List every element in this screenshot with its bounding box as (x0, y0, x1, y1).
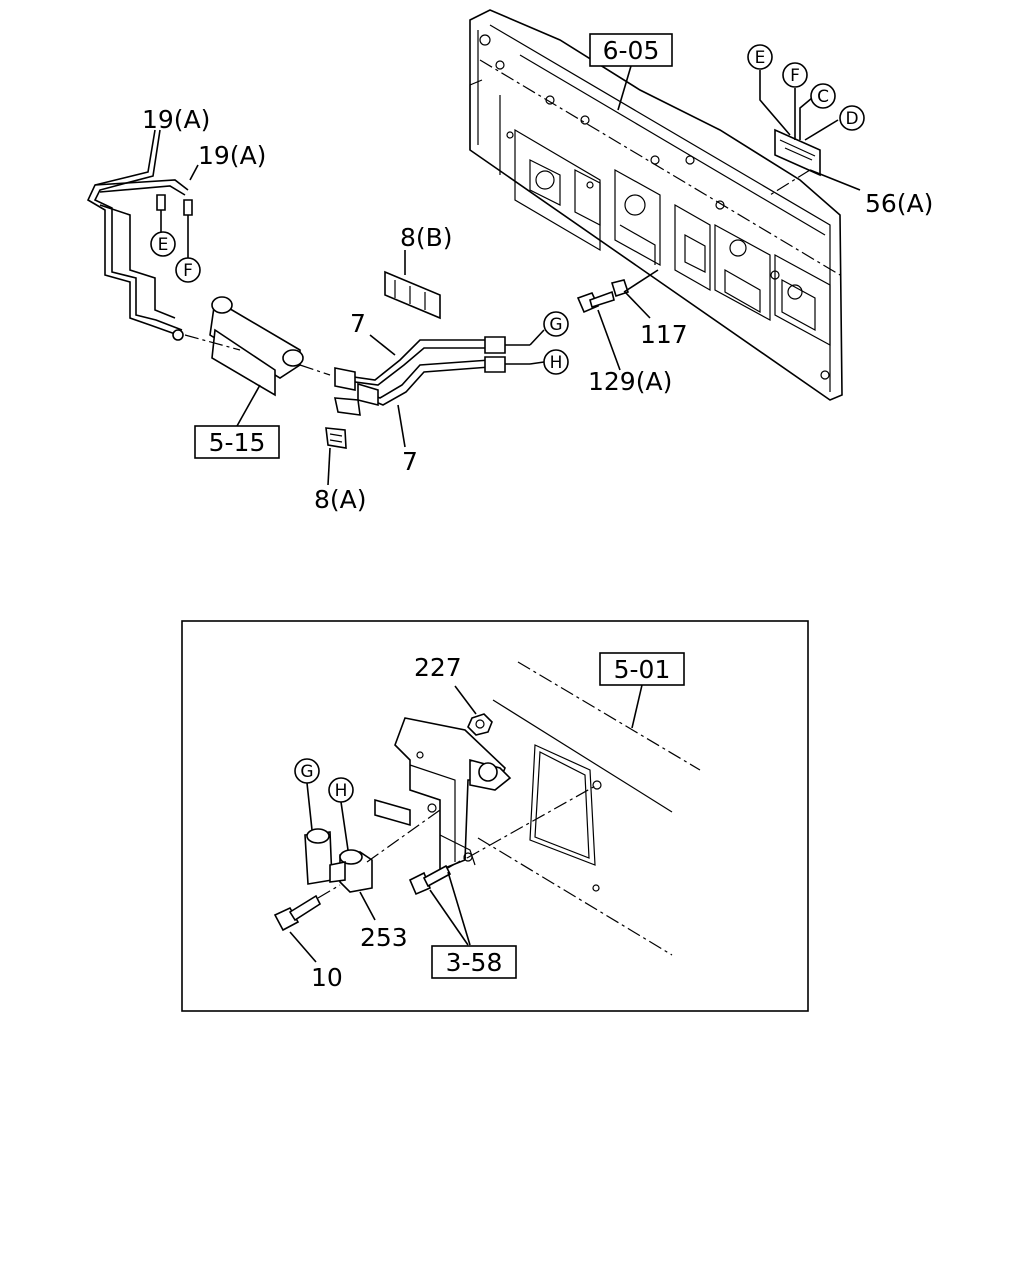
part-8b-label: 8(B) (400, 223, 453, 252)
part-10-label: 10 (311, 963, 343, 992)
part-7-label-bottom: 7 (402, 447, 418, 476)
ref-5-01-label: 5-01 (614, 655, 671, 684)
cab-rear-panel (469, 9, 843, 401)
connector-e-label: E (158, 235, 169, 255)
connector-d-icon (839, 105, 865, 131)
part-129a-label: 129(A) (588, 367, 672, 396)
ref-6-05: 6-05 (589, 33, 673, 111)
connector-f-icon (175, 257, 201, 283)
detail-inset: 5-01 227 253 G H (181, 620, 809, 1012)
connector-f-icon (782, 62, 808, 88)
clip-8b: 8(B) (384, 223, 453, 320)
part-7-label-top: 7 (350, 309, 366, 338)
clip-8a: 8(A) (314, 397, 367, 514)
connector-block: E F C D 56(A) (747, 44, 933, 218)
connector-f-label: F (790, 66, 800, 86)
part-8a-label: 8(A) (314, 485, 367, 514)
connector-d-label: D (845, 109, 858, 129)
connector-e-icon (150, 231, 176, 257)
bolt-129a: 117 129(A) (576, 269, 688, 396)
connector-g-label: G (549, 315, 562, 335)
pipe-7: G H 7 7 (334, 309, 569, 476)
connector-h-label: H (335, 781, 348, 801)
ref-3-58-label: 3-58 (446, 948, 503, 977)
part-19a-label-2: 19(A) (198, 141, 266, 170)
part-117-label: 117 (640, 320, 688, 349)
ref-5-15-label: 5-15 (209, 428, 266, 457)
connector-h-label: H (550, 353, 563, 373)
connector-c-label: C (817, 87, 829, 107)
connector-e-label: E (755, 48, 766, 68)
part-253-label: 253 (360, 923, 408, 952)
connector-g-icon (543, 311, 569, 337)
valve-assembly: 5-15 (184, 296, 331, 459)
pipe-19a: E F 19(A) 19(A) (86, 105, 266, 341)
connector-c-icon (810, 83, 836, 109)
part-56a-label: 56(A) (865, 189, 933, 218)
part-227-label: 227 (414, 653, 462, 682)
part-19a-label-1: 19(A) (142, 105, 210, 134)
ref-5-15 (194, 425, 280, 459)
ref-6-05-label: 6-05 (603, 36, 660, 65)
connector-e-icon (747, 44, 773, 70)
connector-f-label: F (183, 261, 193, 281)
ref-3-58 (431, 945, 517, 979)
connector-g-label: G (300, 762, 313, 782)
